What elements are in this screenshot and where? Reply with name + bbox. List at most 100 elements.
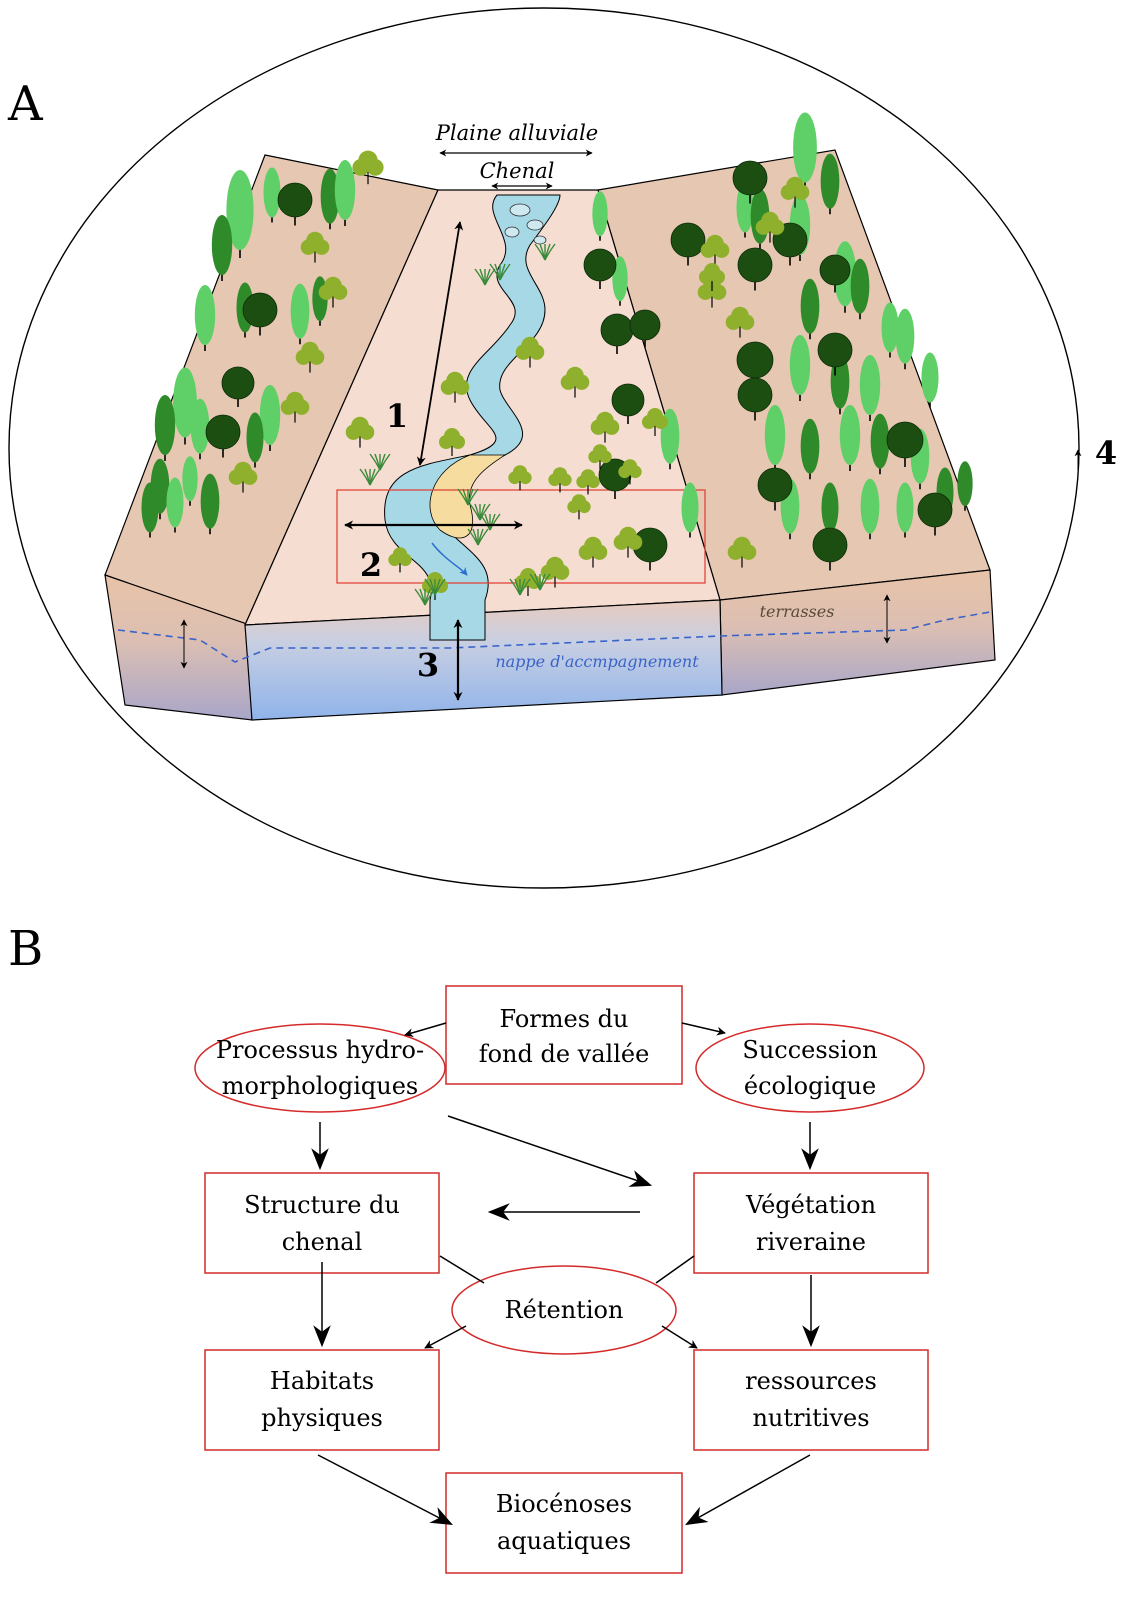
svg-text:fond de vallée: fond de vallée xyxy=(479,1040,650,1068)
tree-round xyxy=(611,383,645,424)
node-ressources-nutritives: ressources nutritives xyxy=(693,1349,929,1451)
tree-shrub xyxy=(508,465,532,491)
node-habitats-physiques: Habitats physiques xyxy=(204,1349,440,1451)
reed-tuft xyxy=(467,528,489,546)
node-formes-du-fond-de-vallee: Formes du fond de vallée xyxy=(445,985,683,1085)
tree-round xyxy=(221,366,255,407)
tree-shrub xyxy=(300,231,330,263)
tree-poplar xyxy=(334,160,356,226)
tree-shrub xyxy=(228,461,258,493)
edges xyxy=(311,1022,820,1526)
tree-shrub xyxy=(725,306,755,338)
svg-text:Végétation: Végétation xyxy=(745,1191,876,1219)
reed-tuft xyxy=(457,488,479,506)
tree-round xyxy=(886,421,924,467)
trees-group xyxy=(141,112,973,600)
temporal-dimension-ellipse xyxy=(8,7,1080,889)
tree-poplar xyxy=(263,167,281,223)
tree-round xyxy=(817,332,853,376)
terraces-label: terrasses xyxy=(760,602,835,621)
tree-poplar xyxy=(820,153,840,215)
tree-round xyxy=(737,247,773,291)
tree-shrub xyxy=(618,459,642,485)
svg-text:aquatiques: aquatiques xyxy=(497,1527,631,1555)
tree-shrub xyxy=(699,263,725,291)
floodplain-soil xyxy=(244,599,723,721)
edge-vegetation-to-retention xyxy=(655,1255,695,1284)
svg-text:Rétention: Rétention xyxy=(505,1296,624,1324)
tree-poplar xyxy=(226,170,254,258)
tree-poplar xyxy=(764,405,786,471)
longitudinal-arrow xyxy=(416,221,464,466)
svg-text:Succession: Succession xyxy=(742,1036,877,1064)
tree-poplar xyxy=(839,405,861,471)
tree-poplar xyxy=(881,302,899,358)
reed-tuft xyxy=(534,243,556,261)
tree-round xyxy=(277,182,313,226)
tree-shrub xyxy=(780,176,810,208)
tree-round xyxy=(737,377,773,421)
tree-poplar xyxy=(896,482,914,538)
reed-tuft xyxy=(509,578,531,596)
tree-round xyxy=(600,313,634,354)
channel-label: Chenal xyxy=(480,159,555,183)
tree-shrub xyxy=(590,411,620,443)
tree-poplar xyxy=(921,352,939,408)
edge-formes-to-succession xyxy=(681,1022,726,1036)
svg-text:Processus hydro-: Processus hydro- xyxy=(216,1036,424,1064)
panel-a: A xyxy=(7,7,1117,889)
svg-text:Formes du: Formes du xyxy=(500,1005,629,1033)
svg-text:Structure du: Structure du xyxy=(244,1191,400,1219)
tree-shrub xyxy=(515,336,545,368)
node-structure-du-chenal: Structure du chenal xyxy=(204,1172,440,1274)
tree-poplar xyxy=(860,478,880,540)
tree-poplar xyxy=(166,477,184,533)
tree-shrub xyxy=(642,408,668,436)
floodplain-label: Plaine alluviale xyxy=(435,121,598,145)
panel-b-letter: B xyxy=(8,921,43,977)
tree-poplar xyxy=(957,461,973,511)
tree-shrub xyxy=(388,547,412,573)
svg-text:chenal: chenal xyxy=(282,1228,363,1256)
dimension-number-2: 2 xyxy=(360,546,382,584)
tree-round xyxy=(629,309,661,348)
dimension-number-4: 4 xyxy=(1095,434,1117,472)
svg-text:nutritives: nutritives xyxy=(752,1404,869,1432)
tree-shrub xyxy=(755,211,785,243)
tree-round xyxy=(583,248,617,289)
tree-shrub xyxy=(295,341,325,373)
tree-shrub xyxy=(578,536,608,568)
node-processus-hydromorphologiques: Processus hydro- morphologiques xyxy=(194,1023,446,1113)
tree-round xyxy=(732,160,768,204)
tree-poplar xyxy=(290,283,310,345)
tree-poplar xyxy=(200,473,220,535)
tree-poplar xyxy=(320,168,340,230)
tree-poplar xyxy=(246,412,264,468)
tree-shrub xyxy=(613,526,643,558)
tree-poplar xyxy=(211,215,233,281)
edge-processus-to-vegetation xyxy=(447,1115,653,1187)
tree-shrub xyxy=(280,391,310,423)
tree-round xyxy=(917,492,953,536)
tree-round xyxy=(812,527,848,571)
water-table-line xyxy=(117,611,991,663)
reed-tuft xyxy=(424,578,446,596)
tree-poplar xyxy=(592,191,608,241)
tree-poplar xyxy=(800,278,820,340)
tree-poplar xyxy=(141,482,159,538)
edge-formes-to-processus xyxy=(404,1022,447,1038)
node-biocenoses-aquatiques: Biocénoses aquatiques xyxy=(445,1472,683,1574)
tree-poplar xyxy=(895,308,915,370)
tree-shrub xyxy=(318,276,348,308)
tree-shrub xyxy=(560,366,590,398)
edge-retention-to-habitats xyxy=(424,1325,467,1349)
water-table-label: nappe d'accmpagnement xyxy=(495,652,699,671)
tree-poplar xyxy=(789,335,811,401)
tree-round xyxy=(670,222,706,266)
svg-text:écologique: écologique xyxy=(744,1072,876,1100)
tree-shrub xyxy=(345,416,375,448)
reed-tuft xyxy=(469,503,491,521)
svg-text:morphologiques: morphologiques xyxy=(222,1072,418,1100)
svg-text:Biocénoses: Biocénoses xyxy=(496,1490,632,1518)
